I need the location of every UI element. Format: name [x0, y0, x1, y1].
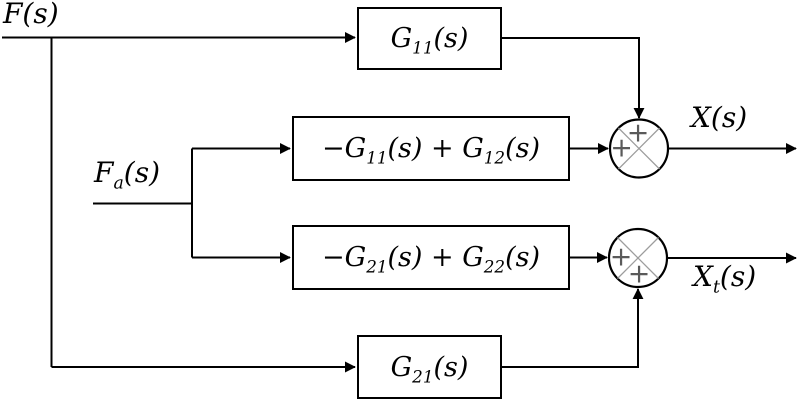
block-label: −G11(s) + G12(s) — [321, 133, 540, 168]
wire-g11-to-sum1 — [502, 37, 645, 119]
junction-cross-icon — [617, 237, 659, 279]
block-g21: G21(s) — [357, 335, 502, 399]
summing-junction-2: + + — [607, 227, 669, 290]
junction-cross-icon — [618, 127, 660, 170]
block-g11: G11(s) — [357, 7, 502, 70]
block-label: −G21(s) + G22(s) — [321, 242, 540, 277]
label-input-f: F(s) — [3, 0, 59, 30]
block-g11g12: −G11(s) + G12(s) — [292, 116, 570, 181]
block-label: G11(s) — [390, 23, 469, 58]
plus-sign: + — [628, 259, 651, 290]
wire-g21-to-sum2 — [502, 288, 644, 368]
plus-sign: + — [610, 133, 633, 164]
label-output-xt: Xt(s) — [693, 260, 757, 298]
block-g21g22: −G21(s) + G22(s) — [292, 225, 570, 290]
plus-sign: + — [627, 118, 650, 149]
plus-sign: + — [610, 242, 633, 273]
summing-junction-1: + + — [608, 118, 670, 179]
block-label: G21(s) — [390, 351, 469, 386]
label-input-fa: Fa(s) — [94, 156, 161, 194]
label-output-x: X(s) — [691, 101, 748, 134]
